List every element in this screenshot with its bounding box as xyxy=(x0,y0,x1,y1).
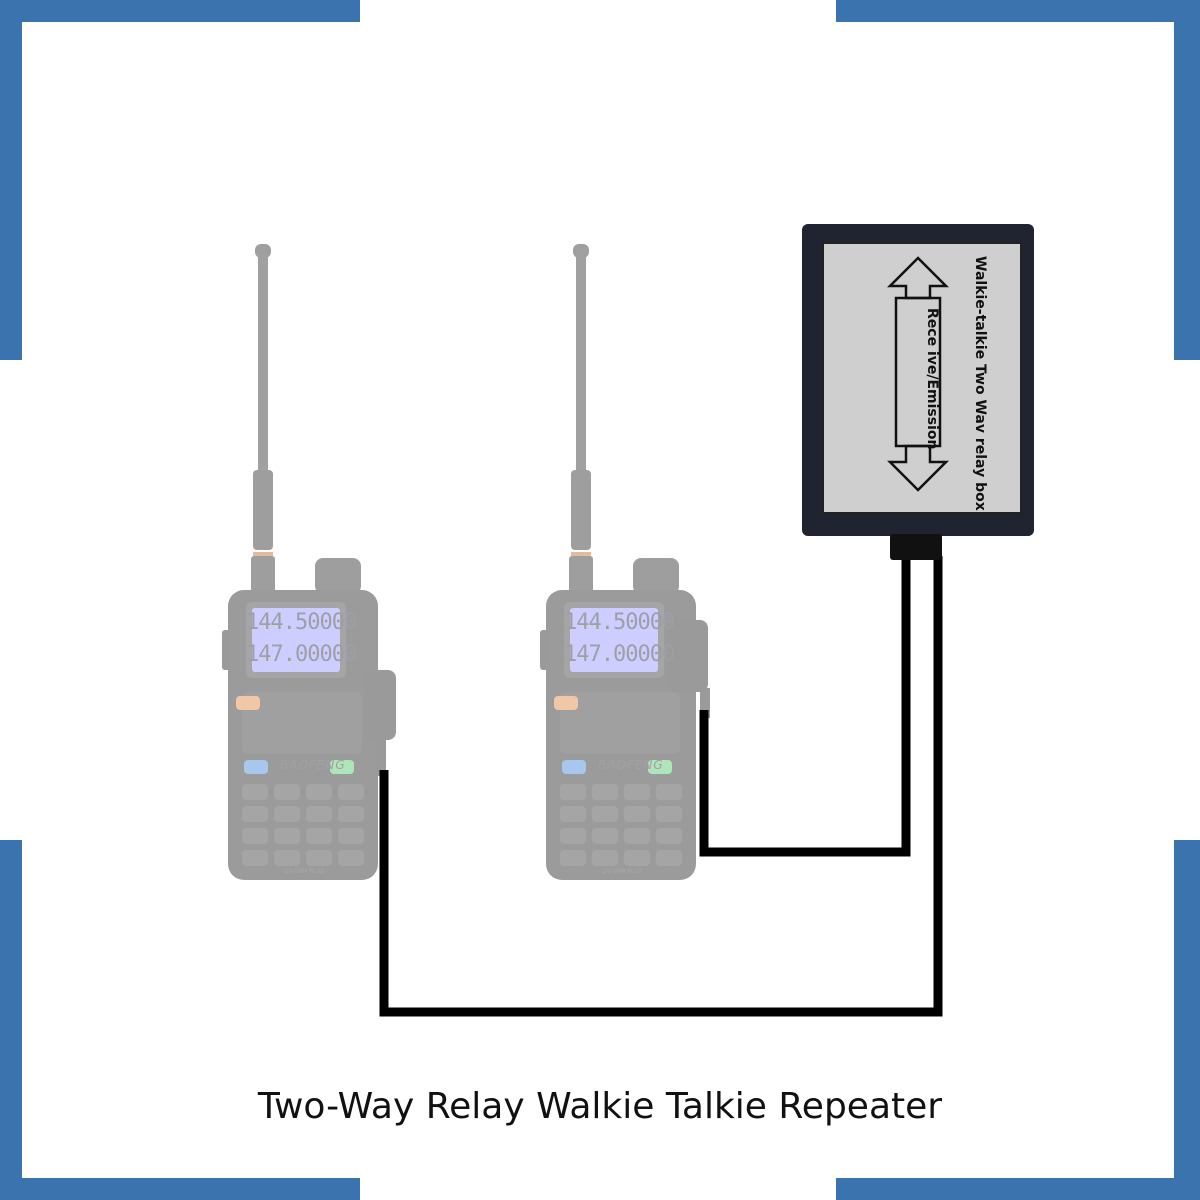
corner-bracket-top-left-v xyxy=(0,0,22,360)
right-radio-brand: BAOFENG xyxy=(598,758,664,772)
corner-bracket-top-left-h xyxy=(0,0,360,22)
left-radio-display-frequency-1: 144.50000 xyxy=(246,610,357,635)
arrow-up-icon xyxy=(886,256,950,300)
relay-box-connector xyxy=(890,534,942,560)
relay-box-arrows xyxy=(886,256,950,492)
relay-box-title: Walkie-talkie Two Wav relay box xyxy=(972,256,988,511)
corner-bracket-top-right-h xyxy=(836,0,1200,22)
right-radio-model: UV-5RM PLUS xyxy=(602,868,643,875)
right-radio-display-frequency-2: 147.00000 xyxy=(564,642,675,667)
corner-bracket-bottom-left-h xyxy=(0,1178,360,1200)
walkie-talkie-left-illustration xyxy=(222,244,396,880)
corner-bracket-bottom-right-v xyxy=(1174,840,1200,1200)
relay-box-inner-label: Rece ive/Emission xyxy=(924,308,940,450)
corner-bracket-top-right-v xyxy=(1174,0,1200,360)
relay-box-label-panel xyxy=(822,242,1022,514)
left-radio-model: UV-5RM PLUS xyxy=(284,868,325,875)
corner-bracket-bottom-left-v xyxy=(0,840,22,1200)
corner-bracket-bottom-right-h xyxy=(836,1178,1200,1200)
arrow-down-icon xyxy=(886,444,950,492)
walkie-talkie-right: 144.50000 147.00000 BAOFENG UV-5RM PLUS xyxy=(540,240,720,880)
cable-right-radio-to-box xyxy=(699,556,911,857)
right-radio-display-frequency-1: 144.50000 xyxy=(564,610,675,635)
walkie-talkie-left: 144.50000 147.00000 BAOFENG UV-5RM PLUS xyxy=(222,240,402,880)
relay-box: Walkie-talkie Two Wav relay box Rece ive… xyxy=(802,224,1034,560)
cable-left-radio-to-box xyxy=(379,556,943,1017)
left-radio-brand: BAOFENG xyxy=(280,758,346,772)
left-radio-display-frequency-2: 147.00000 xyxy=(246,642,357,667)
image-caption: Two-Way Relay Walkie Talkie Repeater xyxy=(257,1086,943,1127)
walkie-talkie-right-illustration xyxy=(540,244,710,880)
